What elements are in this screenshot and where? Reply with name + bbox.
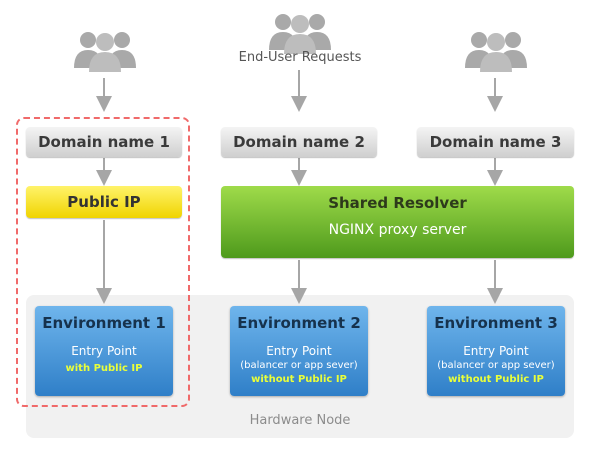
- end-user-requests-label: End-User Requests: [238, 50, 362, 65]
- public-ip-group-outline: [16, 117, 190, 407]
- environment-2-note: (balancer or app sever): [240, 360, 358, 371]
- environment-2-title: Environment 2: [237, 314, 361, 332]
- environment-1-box: Environment 1 Entry Point with Public IP: [35, 306, 173, 396]
- users-icon: [74, 32, 136, 72]
- environment-3-ip-status: without Public IP: [448, 374, 544, 385]
- environment-1-entry-point: Entry Point: [71, 344, 137, 358]
- users-icon: [269, 14, 331, 54]
- shared-resolver-title: Shared Resolver: [328, 194, 467, 212]
- environment-3-note: (balancer or app sever): [437, 360, 555, 371]
- environment-3-title: Environment 3: [434, 314, 558, 332]
- environment-1-title: Environment 1: [42, 314, 166, 332]
- environment-1-ip-status: with Public IP: [65, 363, 143, 374]
- domain-name-2: Domain name 2: [221, 127, 377, 157]
- environment-2-entry-point: Entry Point: [266, 344, 332, 358]
- domain-name-1: Domain name 1: [26, 127, 182, 157]
- environment-2-ip-status: without Public IP: [251, 374, 347, 385]
- users-icon: [465, 32, 527, 72]
- domain-name-3: Domain name 3: [417, 127, 574, 157]
- environment-3-box: Environment 3 Entry Point (balancer or a…: [427, 306, 565, 396]
- hardware-node-label: Hardware Node: [249, 413, 351, 428]
- nginx-proxy-label: NGINX proxy server: [328, 222, 467, 238]
- environment-3-entry-point: Entry Point: [463, 344, 529, 358]
- shared-resolver-box: Shared Resolver NGINX proxy server: [221, 186, 574, 258]
- public-ip-box: Public IP: [26, 186, 182, 218]
- environment-2-box: Environment 2 Entry Point (balancer or a…: [230, 306, 368, 396]
